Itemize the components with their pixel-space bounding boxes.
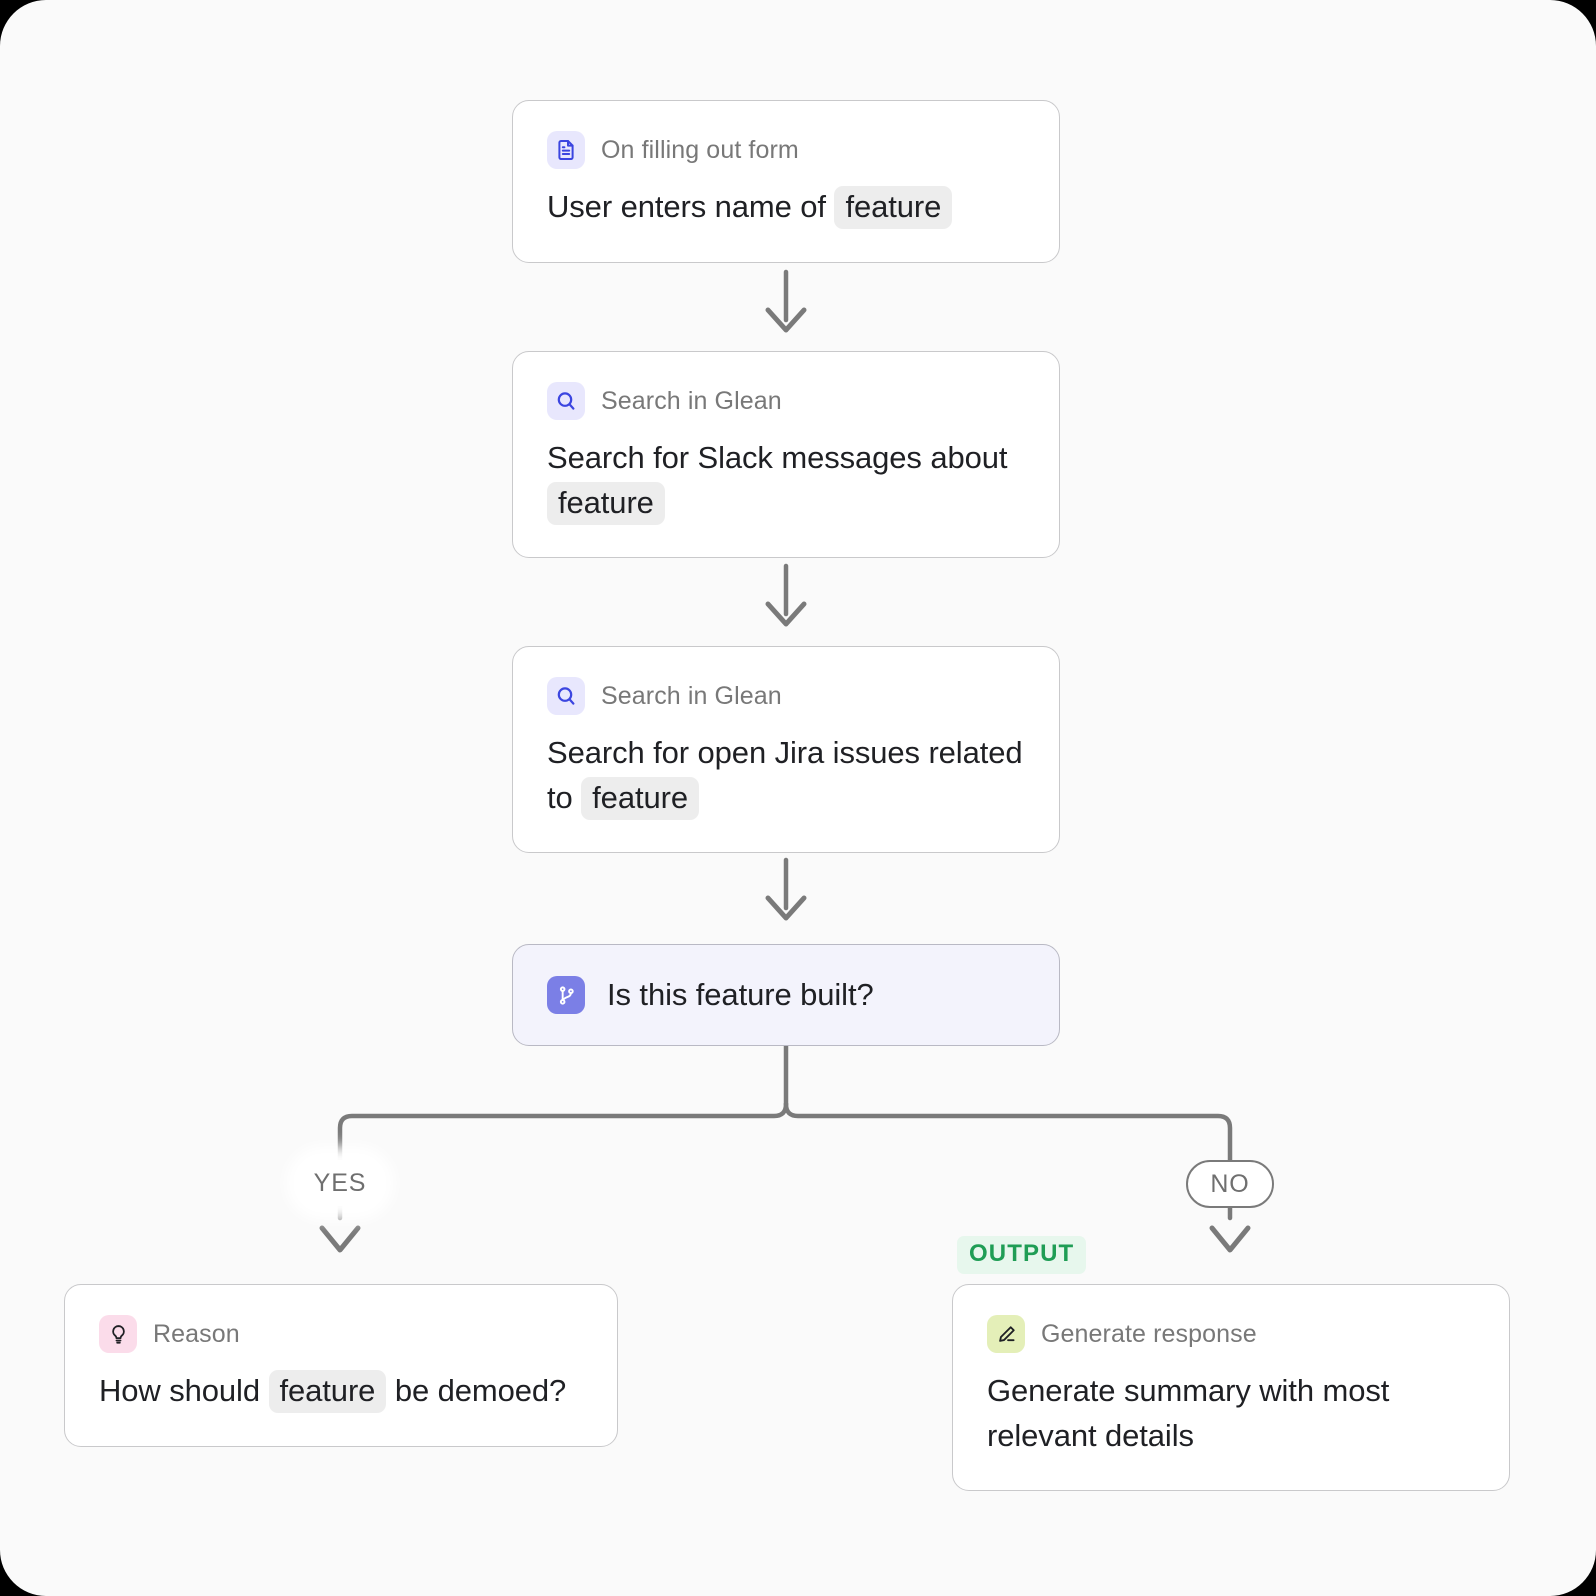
node-body: Search for open Jira issues related to f… <box>547 731 1025 820</box>
variable-token[interactable]: feature <box>268 1370 387 1413</box>
branch-label-no: NO <box>1186 1160 1274 1208</box>
search-icon <box>547 677 585 715</box>
variable-token[interactable]: feature <box>834 186 953 229</box>
git-branch-icon <box>547 976 585 1014</box>
node-header: Generate response <box>987 1315 1475 1353</box>
branch-label-yes: YES <box>300 1160 380 1206</box>
branch-title: Is this feature built? <box>607 977 874 1012</box>
yes-text: YES <box>313 1168 367 1197</box>
output-text: OUTPUT <box>969 1240 1075 1267</box>
node-body: Generate summary with most relevant deta… <box>987 1369 1475 1458</box>
node-label: Search in Glean <box>601 681 782 710</box>
node-label: Search in Glean <box>601 386 782 415</box>
node-body: Search for Slack messages about feature <box>547 436 1025 525</box>
node-label: On filling out form <box>601 135 799 164</box>
node-body: How should feature be demoed? <box>99 1369 583 1414</box>
body-text: User enters name of <box>547 189 835 224</box>
document-icon <box>547 131 585 169</box>
node-search-slack[interactable]: Search in Glean Search for Slack message… <box>512 351 1060 559</box>
no-text: NO <box>1210 1169 1250 1198</box>
node-header: On filling out form <box>547 131 1025 169</box>
connector-branch-yes <box>337 1101 789 1221</box>
node-generate-response[interactable]: Generate response Generate summary with … <box>952 1284 1510 1492</box>
node-branch-condition[interactable]: Is this feature built? <box>512 944 1060 1046</box>
search-icon <box>547 382 585 420</box>
node-header: Search in Glean <box>547 382 1025 420</box>
node-label: Generate response <box>1041 1319 1257 1348</box>
node-header: Search in Glean <box>547 677 1025 715</box>
node-header: Reason <box>99 1315 583 1353</box>
node-label: Reason <box>153 1319 240 1348</box>
variable-token[interactable]: feature <box>581 776 699 820</box>
output-badge: OUTPUT <box>957 1236 1087 1274</box>
node-body: User enters name of feature <box>547 185 1025 230</box>
pencil-icon <box>987 1315 1025 1353</box>
body-text: How should <box>99 1373 269 1408</box>
variable-token[interactable]: feature <box>547 481 665 525</box>
node-reason[interactable]: Reason How should feature be demoed? <box>64 1284 618 1447</box>
node-search-jira[interactable]: Search in Glean Search for open Jira iss… <box>512 646 1060 854</box>
branch-inner: Is this feature built? <box>513 976 908 1014</box>
body-text-post: be demoed? <box>386 1373 567 1408</box>
body-text: Search for Slack messages about <box>547 440 1008 475</box>
lightbulb-icon <box>99 1315 137 1353</box>
connector-branch-no <box>783 1101 1233 1221</box>
body-text: Search for open Jira issues related to <box>547 735 1023 815</box>
node-trigger[interactable]: On filling out form User enters name of … <box>512 100 1060 263</box>
body-text: Generate summary with most relevant deta… <box>987 1373 1390 1453</box>
